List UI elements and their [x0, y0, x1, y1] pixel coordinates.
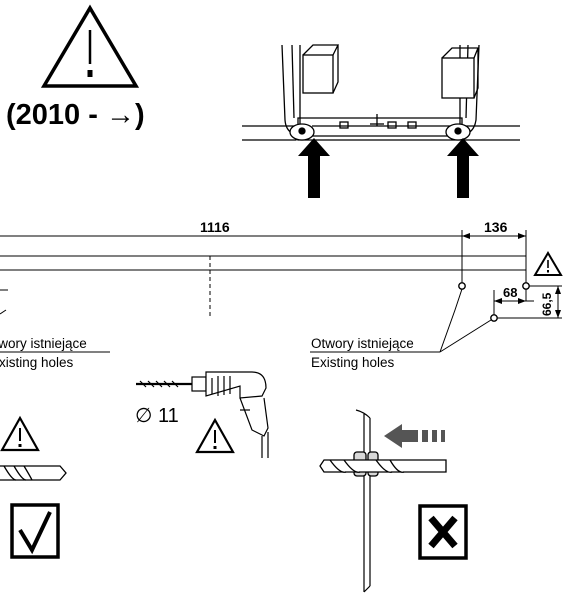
- drill-size-label: ∅ 11: [135, 405, 179, 427]
- panel-section: [355, 409, 371, 593]
- hole-leader-lines: [0, 288, 492, 353]
- power-drill-icon: [136, 371, 269, 458]
- vehicle-rear-view: [242, 44, 520, 141]
- right-holes-label-en: Existing holes: [311, 355, 395, 370]
- dimension-right-offset: 136: [484, 219, 508, 235]
- arrow-left-icon: [384, 424, 445, 448]
- dimension-hole-x: 68: [503, 285, 517, 300]
- drill-bit-left-icon: [0, 465, 67, 481]
- warning-triangle-small-icon: [533, 251, 563, 276]
- arrow-up-icon: [298, 138, 479, 198]
- warning-triangle-left-icon: [0, 415, 40, 452]
- date-range-label: (2010 - →): [6, 99, 145, 131]
- warning-triangle-drill-icon: [195, 417, 235, 454]
- checkmark-box-icon: [10, 503, 60, 559]
- right-holes-label-pl: Otwory istniejące: [311, 336, 414, 351]
- cross-box-icon: [418, 504, 468, 560]
- dimension-lines: [0, 230, 562, 319]
- drill-bit-right-icon: [319, 451, 447, 477]
- left-holes-label-pl: Otwory istniejące: [0, 336, 87, 351]
- dimension-arrowheads: [462, 233, 561, 318]
- warning-triangle-large-icon: [40, 4, 140, 88]
- hole-markers: [458, 282, 530, 322]
- dimension-hole-y: 66,5: [540, 292, 554, 316]
- dimension-total: 1116: [200, 219, 230, 235]
- left-holes-label-en: Existing holes: [0, 355, 74, 370]
